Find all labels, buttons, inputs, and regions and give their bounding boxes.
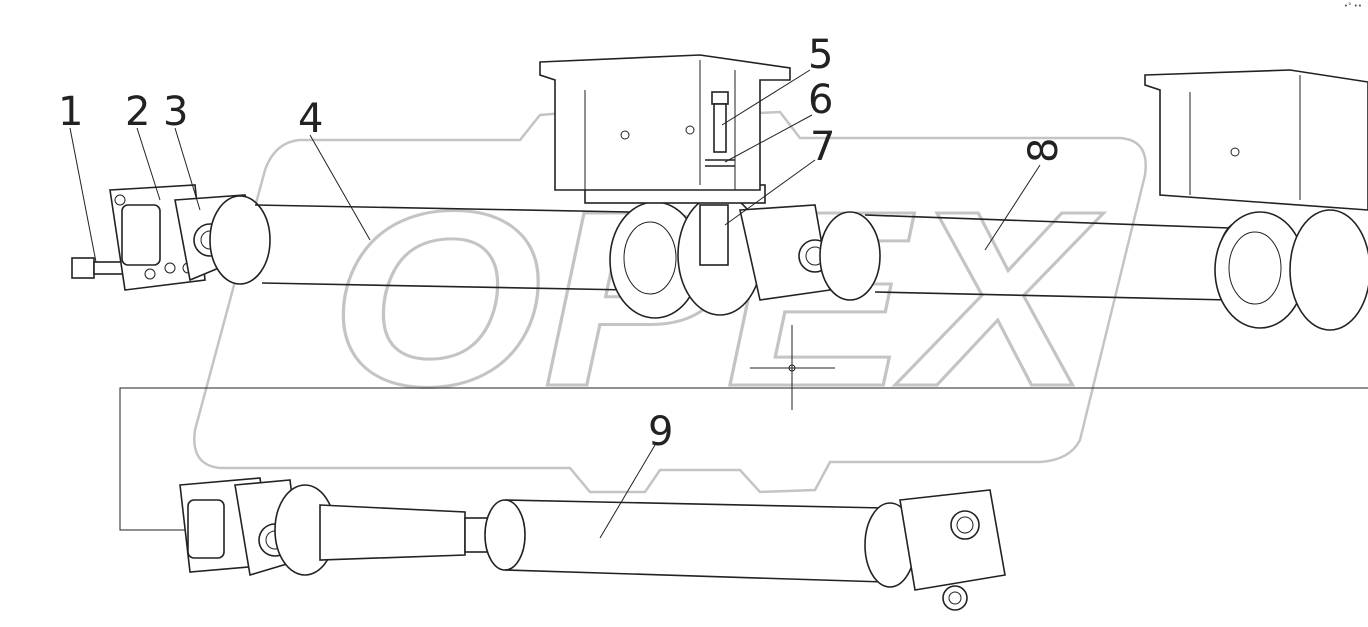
- callout-9: 9: [648, 409, 673, 455]
- intermediate-bearing-2: [1144, 69, 1368, 331]
- callout-6: 6: [808, 77, 833, 123]
- middle-spider: [739, 204, 881, 301]
- callout-7: 7: [810, 124, 835, 170]
- group-bracket-line: [119, 387, 1368, 531]
- callout-labels: 1 2 3 4 5 6 7 8 9: [58, 32, 1067, 455]
- center-crosshair: [750, 325, 835, 410]
- upper-shaft-assembly: [71, 54, 1368, 331]
- callout-8: 8: [1021, 138, 1067, 163]
- spider-part: [174, 194, 271, 285]
- callout-1: 1: [58, 89, 83, 135]
- leader-lines: [69, 69, 1041, 539]
- intermediate-bearing-1: [539, 54, 791, 319]
- callout-2: 2: [125, 89, 150, 135]
- lower-shaft-assembly: [179, 477, 1006, 611]
- callout-4: 4: [298, 96, 323, 142]
- corner-marks: •° ••: [1343, 2, 1362, 10]
- callout-3: 3: [163, 89, 188, 135]
- callout-5: 5: [808, 32, 833, 78]
